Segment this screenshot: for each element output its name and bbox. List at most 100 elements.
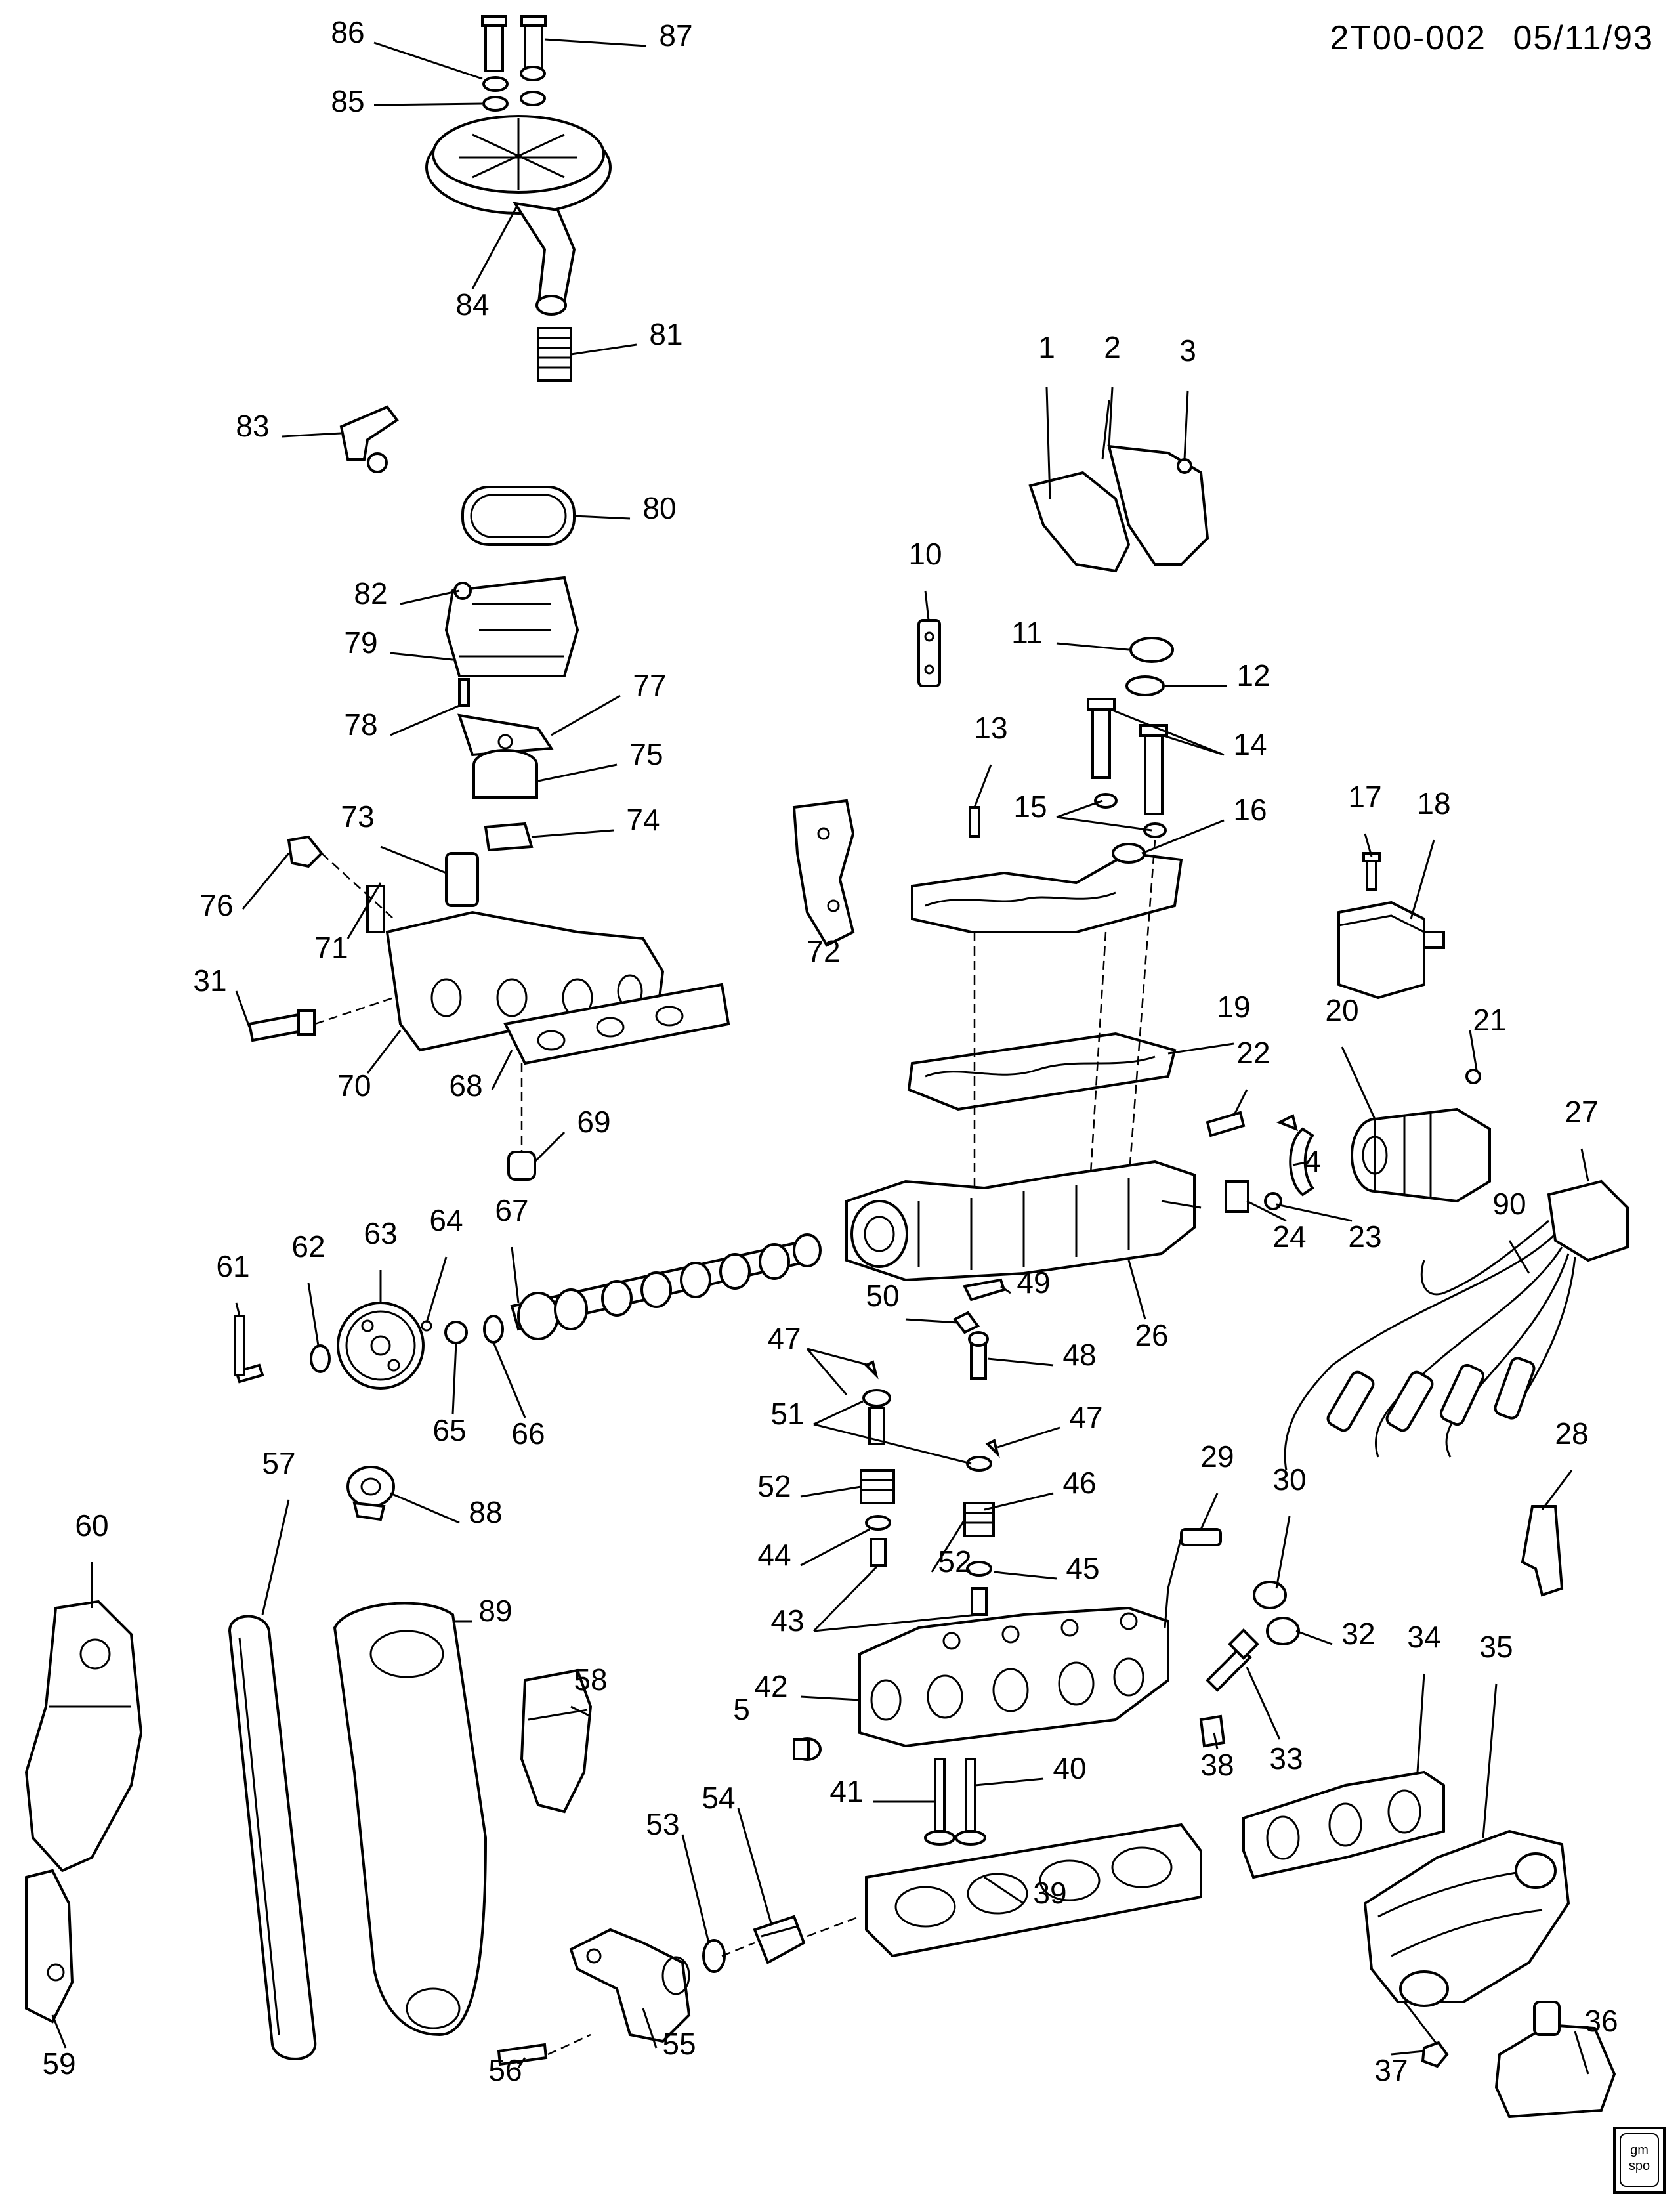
callout-76: 76	[200, 888, 233, 922]
callout-88: 88	[469, 1495, 502, 1529]
callout-53: 53	[646, 1807, 679, 1841]
callout-78: 78	[344, 708, 377, 742]
callout-59: 59	[42, 2047, 75, 2081]
callout-85: 85	[331, 84, 364, 118]
callout-57: 57	[262, 1446, 295, 1480]
elbow-and-gasket	[339, 405, 576, 546]
callout-75: 75	[629, 737, 663, 771]
callout-35: 35	[1479, 1630, 1513, 1664]
callout-73: 73	[341, 799, 374, 834]
callout-17: 17	[1348, 780, 1381, 814]
callout-14: 14	[1233, 727, 1267, 761]
callout-66: 66	[511, 1416, 545, 1451]
callout-5: 5	[733, 1692, 750, 1726]
camshaft	[234, 1233, 822, 1390]
callout-80: 80	[642, 491, 676, 525]
ignition-coil	[1337, 852, 1445, 1000]
callout-33: 33	[1269, 1741, 1303, 1775]
brackets	[792, 619, 941, 947]
callout-10: 10	[908, 537, 942, 571]
callout-18: 18	[1417, 786, 1450, 820]
callout-74: 74	[626, 803, 660, 837]
ignition-wires	[1284, 1179, 1629, 1597]
callout-40: 40	[1053, 1751, 1086, 1785]
callout-41: 41	[830, 1774, 863, 1808]
callout-55: 55	[662, 2027, 696, 2061]
callout-63: 63	[364, 1216, 397, 1250]
callout-86: 86	[331, 15, 364, 49]
callout-13: 13	[974, 711, 1007, 745]
callout-84: 84	[455, 287, 489, 322]
callout-83: 83	[236, 409, 269, 443]
callout-38: 38	[1200, 1748, 1234, 1782]
distributor	[1206, 1069, 1491, 1213]
leader-lines	[51, 38, 1589, 2075]
callout-29: 29	[1200, 1439, 1234, 1474]
callout-31: 31	[193, 964, 226, 998]
callout-72: 72	[807, 934, 840, 968]
callout-48: 48	[1062, 1338, 1096, 1372]
callout-82: 82	[354, 576, 387, 610]
callout-49: 49	[1017, 1265, 1050, 1300]
valve-cover	[907, 637, 1183, 1234]
callout-26: 26	[1135, 1318, 1168, 1352]
cylinder-head	[858, 1278, 1222, 1748]
air-cleaner-assembly	[425, 15, 612, 382]
callout-60: 60	[75, 1508, 108, 1542]
callout-24: 24	[1272, 1220, 1306, 1254]
callout-16: 16	[1233, 793, 1267, 827]
callout-62: 62	[291, 1229, 325, 1263]
camshaft-housing	[845, 1160, 1202, 1282]
egr-valve	[472, 749, 538, 852]
callout-54: 54	[702, 1781, 735, 1815]
callout-11: 11	[1011, 616, 1043, 650]
diagram-header: 2T00-002 05/11/93	[1314, 18, 1654, 58]
callout-51: 51	[770, 1397, 804, 1431]
callout-22: 22	[1236, 1036, 1270, 1070]
callout-77: 77	[633, 668, 666, 702]
callout-52: 52	[938, 1544, 971, 1579]
callout-47: 47	[1069, 1400, 1102, 1434]
callout-19: 19	[1217, 990, 1250, 1024]
water-outlet	[497, 1915, 860, 2066]
callout-81: 81	[649, 317, 682, 351]
callout-69: 69	[577, 1105, 610, 1139]
callout-67: 67	[495, 1193, 528, 1227]
callout-42: 42	[754, 1669, 788, 1703]
callout-23: 23	[1348, 1220, 1381, 1254]
callout-50: 50	[866, 1279, 899, 1313]
callout-34: 34	[1407, 1620, 1440, 1654]
logo-line1: gm	[1630, 2143, 1648, 2157]
tensioner	[346, 1466, 395, 1521]
callout-89: 89	[478, 1594, 512, 1628]
callout-12: 12	[1236, 658, 1270, 692]
callout-46: 46	[1062, 1466, 1096, 1500]
callout-65: 65	[432, 1413, 466, 1447]
callout-45: 45	[1066, 1551, 1099, 1585]
throttle-bracket	[1028, 400, 1209, 573]
timing-components	[24, 1600, 593, 2060]
callout-15: 15	[1013, 790, 1047, 824]
callout-71: 71	[314, 931, 348, 965]
diagram-code: 2T00-002	[1330, 19, 1486, 57]
callout-68: 68	[449, 1069, 482, 1103]
callout-32: 32	[1341, 1617, 1375, 1651]
callout-37: 37	[1374, 2053, 1408, 2087]
spark-plug-and-plugs	[793, 1581, 1300, 1761]
callout-4: 4	[1304, 1144, 1321, 1178]
callout-3: 3	[1179, 333, 1196, 368]
callout-56: 56	[488, 2053, 522, 2087]
callout-27: 27	[1564, 1095, 1598, 1129]
callout-87: 87	[659, 18, 692, 53]
callout-52: 52	[757, 1469, 791, 1503]
callout-47: 47	[767, 1321, 801, 1355]
logo-line2: spo	[1628, 2159, 1650, 2173]
callout-2: 2	[1104, 330, 1121, 364]
exhaust-manifold	[1242, 1770, 1616, 2119]
callout-43: 43	[770, 1603, 804, 1638]
callout-28: 28	[1555, 1416, 1588, 1451]
callout-30: 30	[1272, 1462, 1306, 1497]
callout-64: 64	[429, 1203, 463, 1237]
callout-58: 58	[574, 1663, 607, 1697]
